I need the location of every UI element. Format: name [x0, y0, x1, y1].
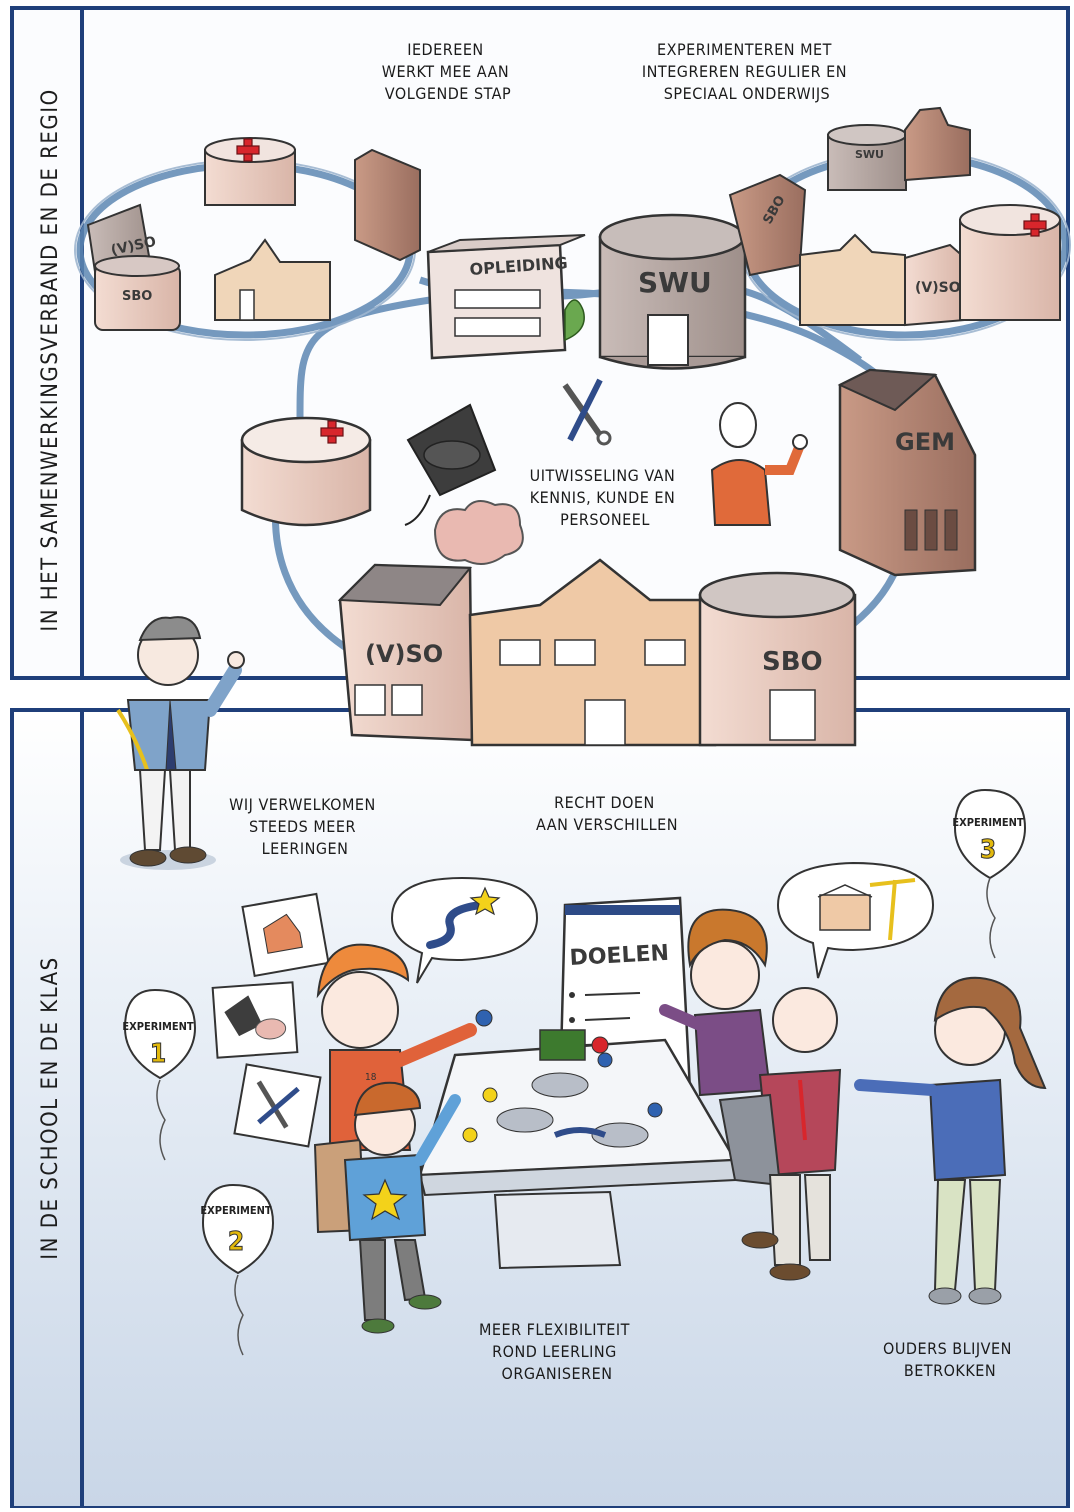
building-brown-topright	[904, 106, 971, 182]
building-school-topleft	[214, 238, 331, 321]
card-building-icon	[241, 892, 330, 978]
bush-icon	[564, 299, 585, 342]
person-woman-curly	[659, 908, 772, 1097]
building-vso-right: (V)SO	[904, 243, 966, 327]
star-icon	[469, 886, 501, 916]
caption-uitwisseling: UITWISSELING VAN KENNIS, KUNDE EN PERSON…	[530, 466, 681, 529]
board-title: DOELEN	[569, 941, 670, 971]
caption-iedereen: IEDEREEN WERKT MEE AAN VOLGENDE STAP	[382, 40, 515, 103]
svg-text:SWU: SWU	[855, 148, 884, 161]
svg-text:(V)SO: (V)SO	[915, 280, 961, 296]
caption-ouders: OUDERS BLIJVEN BETROKKEN	[883, 1339, 1017, 1380]
person-woman-parent	[854, 976, 1047, 1305]
person-flexing	[710, 402, 808, 526]
svg-text:EXPERIMENT: EXPERIMENT	[200, 1204, 272, 1217]
balloon-experiment-2: EXPERIMENT 2	[200, 1183, 275, 1356]
person-boy-star	[313, 1081, 461, 1334]
brain-icon	[433, 500, 524, 565]
crane-icon	[869, 878, 916, 941]
building-swu-right: SWU	[827, 124, 907, 191]
person-teacher-measuring	[116, 616, 245, 870]
building-hospital-center	[240, 416, 372, 527]
building-sbo-right: SBO	[728, 173, 807, 277]
caption-experimenteren: EXPERIMENTEREN MET INTEGREREN REGULIER E…	[642, 40, 852, 103]
svg-text:EXPERIMENT: EXPERIMENT	[952, 816, 1024, 829]
balloon-experiment-3: EXPERIMENT 3	[952, 788, 1027, 959]
building-school-bottom	[468, 558, 717, 747]
svg-text:2: 2	[228, 1227, 244, 1257]
game-table	[418, 1029, 738, 1270]
svg-text:1: 1	[150, 1039, 166, 1069]
building-opleiding: OPLEIDING	[426, 234, 586, 360]
card-tools-icon	[233, 1063, 322, 1148]
building-vso-bottom: (V)SO	[337, 563, 474, 742]
svg-text:EXPERIMENT: EXPERIMENT	[122, 1020, 194, 1033]
building-sbo-bottom: SBO	[698, 571, 857, 747]
svg-text:3: 3	[980, 835, 996, 865]
building-hospital-topleft	[204, 137, 296, 206]
building-brown-topleft	[354, 148, 421, 262]
tools-icon	[562, 378, 612, 446]
svg-text:GEM: GEM	[895, 428, 955, 456]
svg-text:SBO: SBO	[762, 647, 823, 677]
card-cap-brain-icon	[211, 981, 299, 1059]
person-man-bald	[718, 987, 842, 1281]
building-hospital-right	[959, 204, 1061, 321]
top-side-label: IN HET SAMENWERKINGSVERBAND EN DE REGIO	[38, 88, 63, 631]
caption-verwelkomen: WIJ VERWELKOMEN STEEDS MEER LEERINGEN	[229, 795, 381, 858]
balloon-experiment-1: EXPERIMENT 1	[122, 988, 197, 1161]
flag-icon	[539, 1029, 586, 1061]
building-gem: GEM	[837, 368, 977, 577]
svg-text:(V)SO: (V)SO	[365, 640, 443, 668]
building-sbo-topleft: SBO	[94, 255, 181, 331]
caption-flexibiliteit: MEER FLEXIBILITEIT ROND LEERLING ORGANIS…	[479, 1320, 635, 1383]
speech-bubble-construction	[776, 861, 935, 979]
svg-text:SWU: SWU	[638, 266, 712, 299]
building-school-right	[799, 233, 906, 326]
bottom-side-label: IN DE SCHOOL EN DE KLAS	[38, 956, 63, 1259]
graduation-cap-icon	[404, 403, 497, 526]
svg-text:SBO: SBO	[122, 289, 152, 304]
speech-bubble-star	[390, 876, 539, 984]
caption-recht: RECHT DOEN AAN VERSCHILLEN	[536, 793, 678, 834]
svg-text:18: 18	[365, 1072, 377, 1083]
building-swu-center: SWU	[598, 213, 747, 370]
